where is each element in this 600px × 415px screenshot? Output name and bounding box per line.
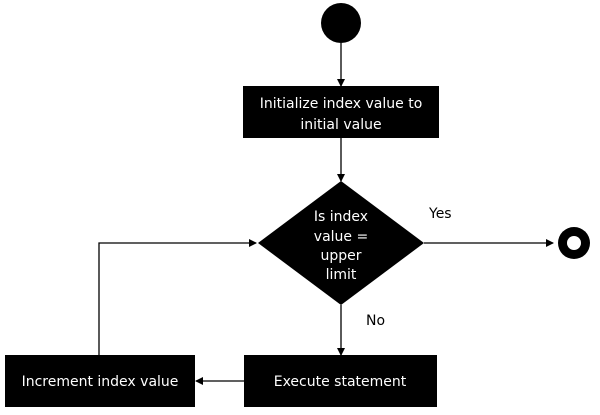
increment-node-box xyxy=(5,355,195,407)
decision-node-label-line1: Is index xyxy=(314,209,368,225)
end-node xyxy=(558,227,590,259)
init-node-label-line2: initial value xyxy=(300,117,381,133)
decision-node-label-line3: upper xyxy=(320,248,361,264)
no-label: No xyxy=(366,313,385,329)
execute-node-label: Execute statement xyxy=(274,374,407,390)
execute-node-box xyxy=(244,355,437,407)
init-node: Initialize index value to initial value xyxy=(243,86,439,138)
decision-node-diamond xyxy=(258,181,424,305)
init-node-label-line1: Initialize index value to xyxy=(260,96,423,112)
decision-node: Is index value = upper limit xyxy=(258,181,424,305)
decision-node-label-line4: limit xyxy=(326,267,357,283)
yes-label: Yes xyxy=(428,206,452,222)
edge-increment-to-decision-loop xyxy=(98,239,257,355)
init-node-box xyxy=(243,86,439,138)
increment-node: Increment index value xyxy=(5,355,195,407)
increment-node-label: Increment index value xyxy=(22,374,179,390)
decision-node-label-line2: value = xyxy=(314,229,368,245)
end-node-inner xyxy=(567,236,581,250)
execute-node: Execute statement xyxy=(244,355,437,407)
start-node xyxy=(321,3,361,43)
